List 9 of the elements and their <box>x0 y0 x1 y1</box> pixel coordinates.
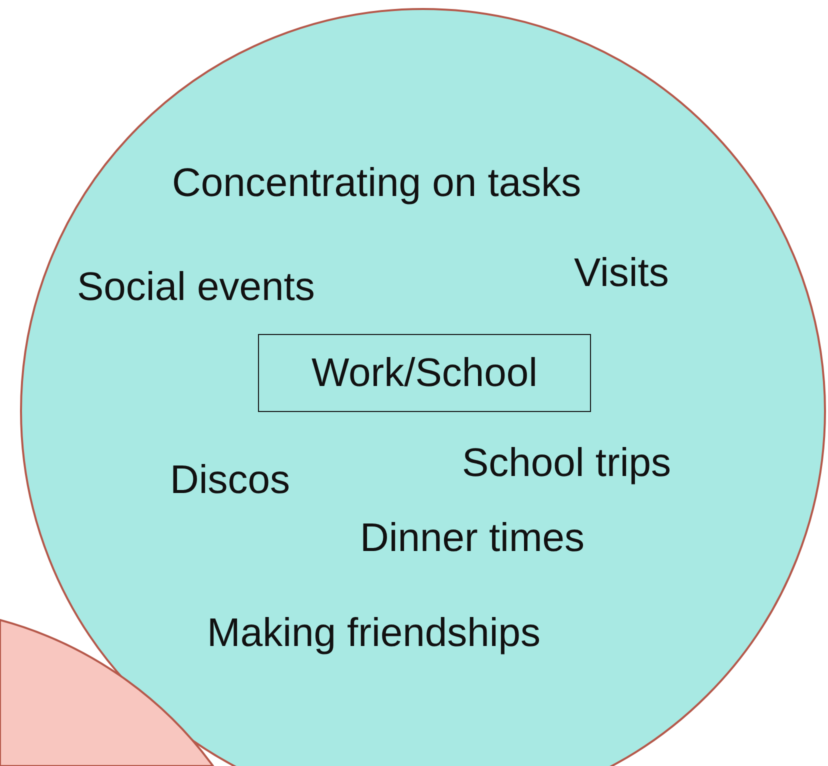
topic-label: Making friendships <box>207 610 540 656</box>
topic-label: Dinner times <box>360 515 585 561</box>
topic-label: Concentrating on tasks <box>172 160 582 206</box>
framed-box <box>258 334 591 412</box>
topic-label: Discos <box>170 457 290 503</box>
topic-label: Social events <box>77 264 315 310</box>
topic-label: School trips <box>462 440 671 486</box>
box-label: Work/School <box>311 350 538 396</box>
topic-label: Visits <box>574 250 669 296</box>
